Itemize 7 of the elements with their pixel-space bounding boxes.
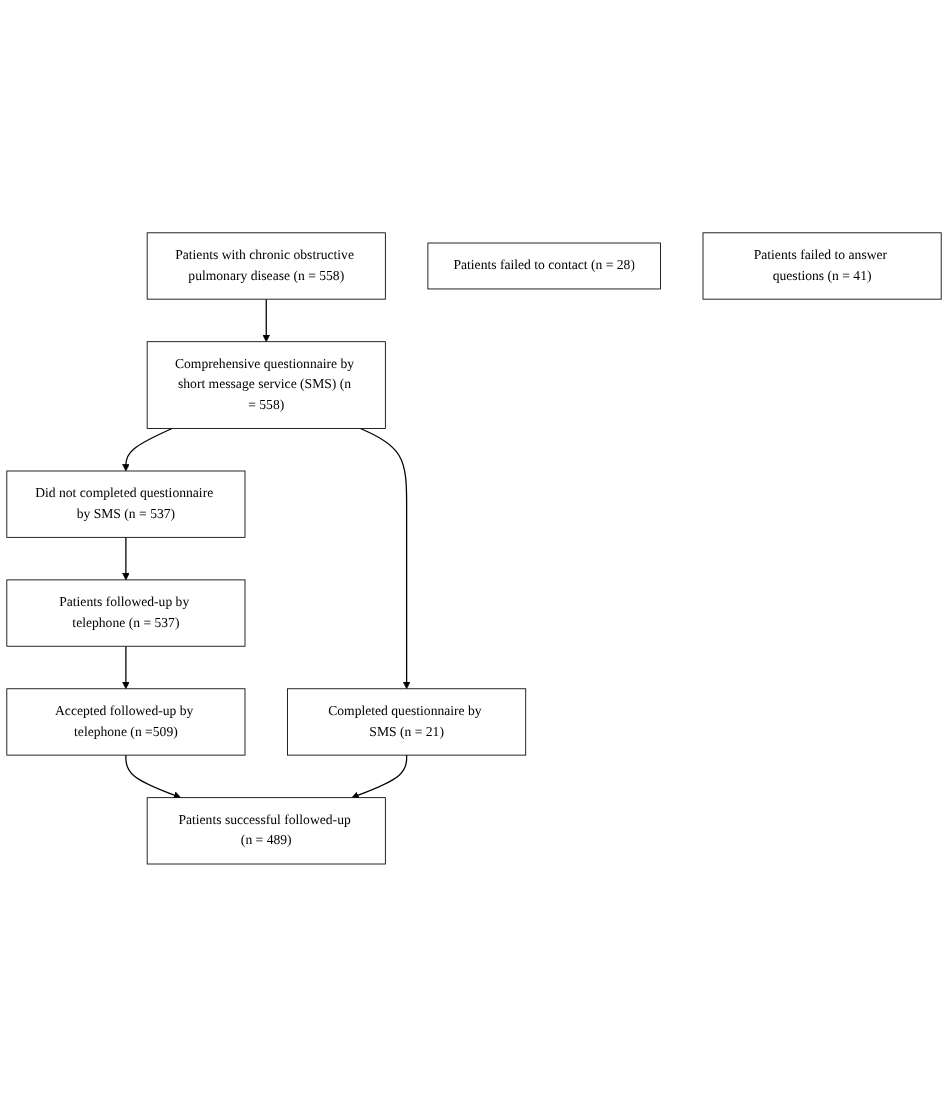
arrow [122, 646, 130, 690]
arrow [125, 755, 182, 800]
arrow [359, 428, 411, 690]
arrow [262, 299, 270, 343]
arrow [122, 537, 130, 581]
arrow [122, 428, 173, 472]
arrow [351, 755, 408, 800]
